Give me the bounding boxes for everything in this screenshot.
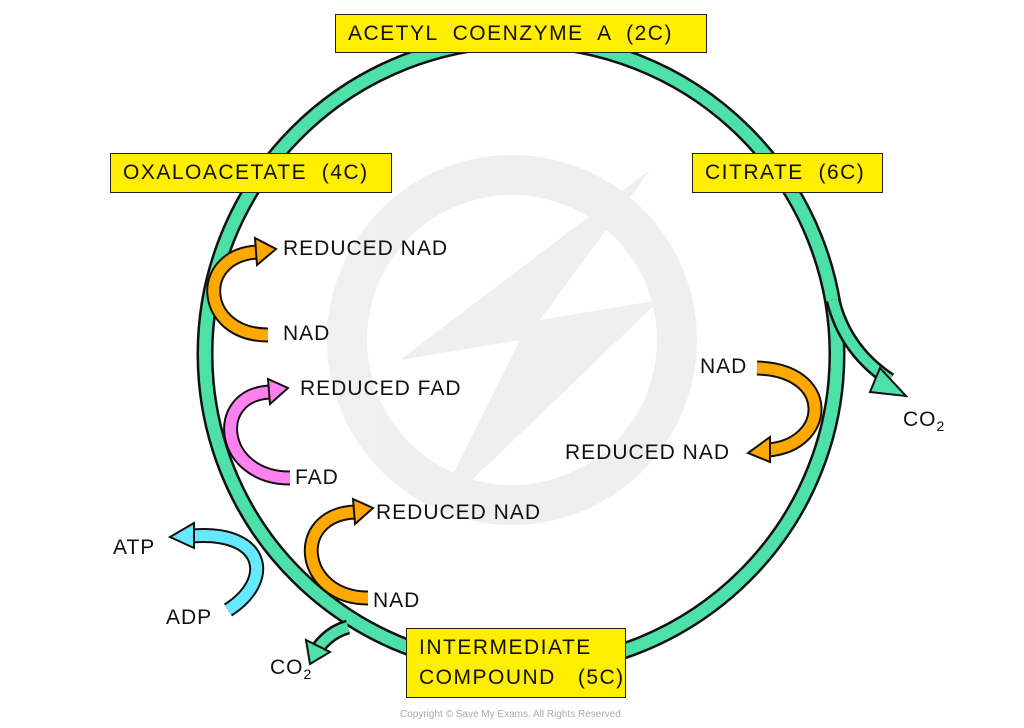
- nad-label-2: NAD: [373, 589, 421, 612]
- nad-to-reduced-nad-arrow-1: [206, 236, 278, 343]
- co2-text: CO: [270, 656, 304, 679]
- co2-release-arrow-right: [825, 298, 909, 398]
- atp-label: ATP: [113, 536, 156, 559]
- fad-label: FAD: [295, 466, 339, 489]
- reduced-nad-label-2: REDUCED NAD: [376, 501, 542, 524]
- reduced-nad-label-3: REDUCED NAD: [565, 441, 731, 464]
- co2-label-right: CO2: [903, 408, 945, 434]
- reduced-nad-label-1: REDUCED NAD: [283, 237, 449, 260]
- reduced-fad-label: REDUCED FAD: [300, 377, 462, 400]
- nad-to-reduced-nad-arrow-3: [745, 360, 823, 464]
- co2-label-left: CO2: [270, 656, 312, 682]
- oxaloacetate-label: OXALOACETATE (4C): [123, 161, 369, 184]
- citrate-label: CITRATE (6C): [705, 161, 866, 184]
- intermediate-label-line1: INTERMEDIATE: [419, 636, 592, 659]
- nad-label-3: NAD: [700, 355, 748, 378]
- adp-to-atp-arrow: [167, 521, 265, 617]
- co2-subscript: 2: [936, 418, 946, 435]
- copyright-notice: Copyright © Save My Exams. All Rights Re…: [400, 709, 621, 720]
- watermark-logo: [327, 155, 697, 525]
- co2-text: CO: [903, 408, 937, 431]
- co2-release-arrow-left: [304, 619, 351, 666]
- adp-label: ADP: [166, 606, 213, 629]
- citrate-box: CITRATE (6C): [692, 153, 883, 193]
- acetyl-coa-box: ACETYL COENZYME A (2C): [335, 14, 707, 53]
- intermediate-compound-box: INTERMEDIATE COMPOUND (5C): [406, 628, 626, 698]
- acetyl-coa-label: ACETYL COENZYME A (2C): [348, 21, 673, 45]
- nad-to-reduced-nad-arrow-2: [303, 497, 375, 606]
- oxaloacetate-box: OXALOACETATE (4C): [110, 153, 392, 193]
- nad-label-1: NAD: [283, 322, 331, 345]
- fad-to-reduced-fad-arrow: [223, 377, 291, 486]
- co2-subscript: 2: [303, 666, 313, 683]
- intermediate-label-line2: COMPOUND (5C): [419, 666, 625, 689]
